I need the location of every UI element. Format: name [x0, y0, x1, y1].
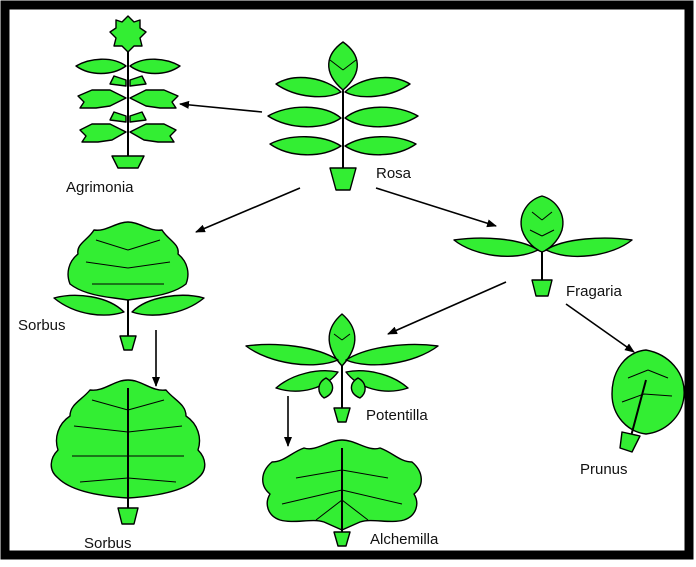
label-potentilla: Potentilla	[366, 407, 428, 424]
label-sorbus-bottom: Sorbus	[84, 535, 132, 552]
label-agrimonia: Agrimonia	[66, 179, 134, 196]
label-alchemilla: Alchemilla	[370, 531, 439, 548]
label-fragaria: Fragaria	[566, 283, 623, 300]
label-rosa: Rosa	[376, 165, 412, 182]
label-sorbus-top: Sorbus	[18, 317, 66, 334]
label-prunus: Prunus	[580, 461, 628, 478]
